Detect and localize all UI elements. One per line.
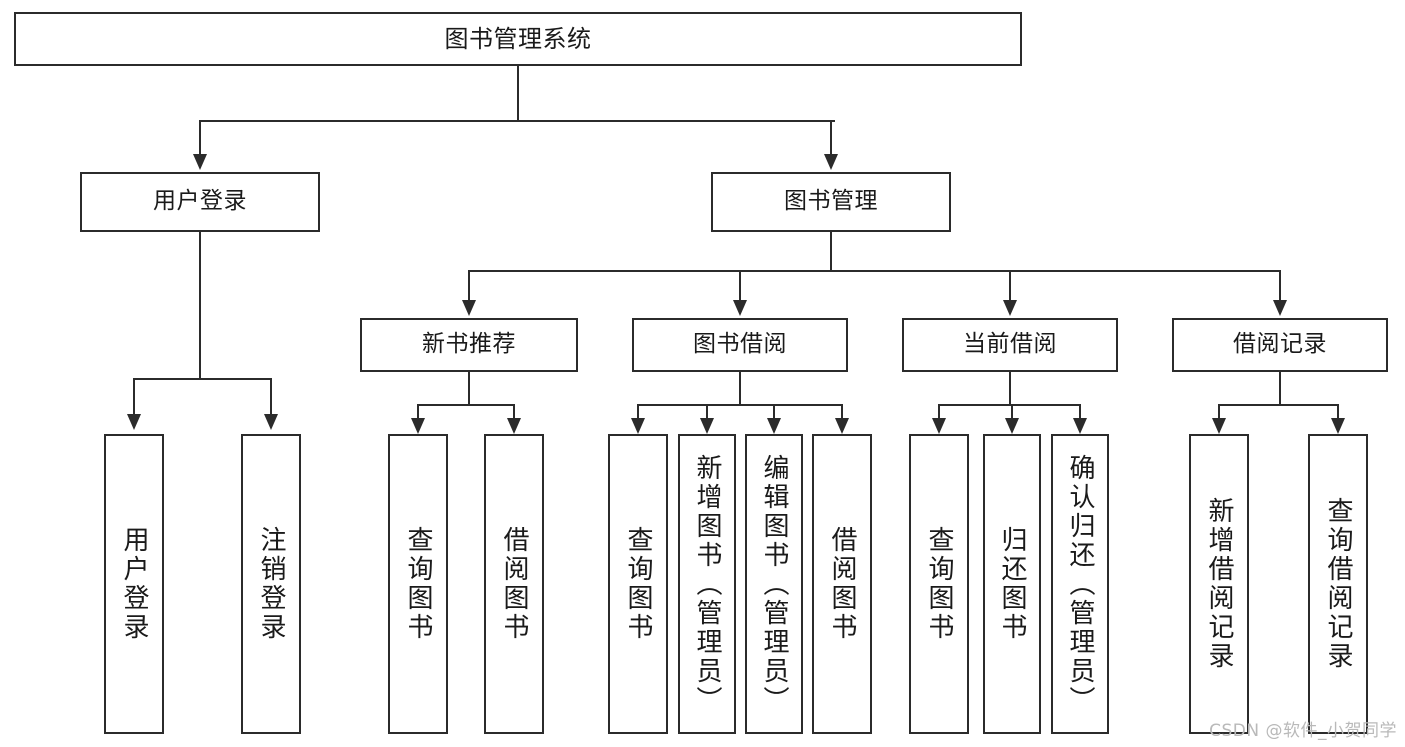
connector-book-borrow-stem bbox=[739, 372, 741, 406]
arrowhead-leaf-add-book bbox=[700, 418, 714, 434]
node-leaf-add-book-label: 新增图书（管理员） bbox=[692, 453, 722, 715]
node-book-manage-label: 图书管理 bbox=[784, 188, 878, 215]
arrowhead-leaf-user-logout bbox=[264, 414, 278, 430]
arrowhead-leaf-borrow-book-1 bbox=[507, 418, 521, 434]
arrowhead-book-manage bbox=[824, 154, 838, 170]
connector-book-borrow-bus bbox=[637, 404, 843, 406]
arrowhead-user-login bbox=[193, 154, 207, 170]
node-leaf-add-record-label: 新增借阅记录 bbox=[1204, 497, 1234, 671]
node-leaf-user-login-label: 用户登录 bbox=[119, 526, 149, 642]
node-leaf-user-login[interactable]: 用户登录 bbox=[104, 434, 164, 734]
node-root[interactable]: 图书管理系统 bbox=[14, 12, 1022, 66]
node-leaf-edit-book[interactable]: 编辑图书（管理员） bbox=[745, 434, 803, 734]
connector-new-book-recommend-stem bbox=[468, 372, 470, 406]
node-borrow-record-label: 借阅记录 bbox=[1233, 331, 1327, 358]
node-leaf-borrow-book-2-label: 借阅图书 bbox=[827, 526, 857, 642]
arrowhead-book-borrow bbox=[733, 300, 747, 316]
node-leaf-borrow-book-1[interactable]: 借阅图书 bbox=[484, 434, 544, 734]
node-new-book-recommend-label: 新书推荐 bbox=[422, 331, 516, 358]
connector-to-borrow-record bbox=[1279, 270, 1281, 302]
connector-to-new-book-recommend bbox=[468, 270, 470, 302]
arrowhead-leaf-query-book-3 bbox=[932, 418, 946, 434]
connector-current-borrow-bus bbox=[938, 404, 1081, 406]
node-leaf-query-book-1-label: 查询图书 bbox=[403, 526, 433, 642]
connector-to-user-login bbox=[199, 120, 201, 156]
node-current-borrow[interactable]: 当前借阅 bbox=[902, 318, 1118, 372]
node-leaf-add-book[interactable]: 新增图书（管理员） bbox=[678, 434, 736, 734]
node-leaf-query-book-3-label: 查询图书 bbox=[924, 526, 954, 642]
arrowhead-leaf-query-book-1 bbox=[411, 418, 425, 434]
connector-current-borrow-stem bbox=[1009, 372, 1011, 406]
node-leaf-confirm-return-label: 确认归还（管理员） bbox=[1065, 453, 1095, 715]
connector-to-leaf-user-logout bbox=[270, 378, 272, 416]
arrowhead-leaf-return-book bbox=[1005, 418, 1019, 434]
arrowhead-leaf-query-record bbox=[1331, 418, 1345, 434]
csdn-watermark: CSDN @软件_小贺同学 bbox=[1209, 721, 1397, 741]
node-leaf-query-record[interactable]: 查询借阅记录 bbox=[1308, 434, 1368, 734]
connector-to-book-manage bbox=[830, 120, 832, 156]
node-leaf-user-logout-label: 注销登录 bbox=[256, 526, 286, 642]
connector-user-login-stem bbox=[199, 232, 201, 378]
connector-to-leaf-edit-book bbox=[773, 404, 775, 422]
arrowhead-current-borrow bbox=[1003, 300, 1017, 316]
node-leaf-query-book-1[interactable]: 查询图书 bbox=[388, 434, 448, 734]
node-book-borrow-label: 图书借阅 bbox=[693, 331, 787, 358]
connector-root-stem bbox=[517, 66, 519, 120]
node-leaf-confirm-return[interactable]: 确认归还（管理员） bbox=[1051, 434, 1109, 734]
node-new-book-recommend[interactable]: 新书推荐 bbox=[360, 318, 578, 372]
node-leaf-edit-book-label: 编辑图书（管理员） bbox=[759, 453, 789, 715]
node-leaf-return-book-label: 归还图书 bbox=[997, 526, 1027, 642]
connector-borrow-record-bus bbox=[1218, 404, 1338, 406]
node-leaf-query-book-2-label: 查询图书 bbox=[623, 526, 653, 642]
node-leaf-borrow-book-2[interactable]: 借阅图书 bbox=[812, 434, 872, 734]
connector-to-book-borrow bbox=[739, 270, 741, 302]
connector-to-leaf-query-book-3 bbox=[938, 404, 940, 422]
connector-to-leaf-confirm-return bbox=[1079, 404, 1081, 422]
node-user-login-label: 用户登录 bbox=[153, 188, 247, 215]
arrowhead-leaf-edit-book bbox=[767, 418, 781, 434]
connector-to-leaf-add-book bbox=[706, 404, 708, 422]
arrowhead-leaf-add-record bbox=[1212, 418, 1226, 434]
arrowhead-leaf-user-login bbox=[127, 414, 141, 430]
connector-to-leaf-query-record bbox=[1337, 404, 1339, 422]
node-leaf-borrow-book-1-label: 借阅图书 bbox=[499, 526, 529, 642]
arrowhead-leaf-borrow-book-2 bbox=[835, 418, 849, 434]
connector-borrow-record-stem bbox=[1279, 372, 1281, 406]
node-leaf-add-record[interactable]: 新增借阅记录 bbox=[1189, 434, 1249, 734]
connector-to-leaf-query-book-1 bbox=[417, 404, 419, 422]
connector-root-bus bbox=[199, 120, 835, 122]
connector-to-leaf-query-book-2 bbox=[637, 404, 639, 422]
connector-to-current-borrow bbox=[1009, 270, 1011, 302]
arrowhead-new-book-recommend bbox=[462, 300, 476, 316]
connector-new-book-recommend-bus bbox=[417, 404, 515, 406]
node-root-label: 图书管理系统 bbox=[444, 24, 592, 53]
node-leaf-query-book-3[interactable]: 查询图书 bbox=[909, 434, 969, 734]
node-leaf-query-book-2[interactable]: 查询图书 bbox=[608, 434, 668, 734]
connector-to-leaf-user-login bbox=[133, 378, 135, 416]
arrowhead-leaf-query-book-2 bbox=[631, 418, 645, 434]
node-book-borrow[interactable]: 图书借阅 bbox=[632, 318, 848, 372]
node-borrow-record[interactable]: 借阅记录 bbox=[1172, 318, 1388, 372]
arrowhead-borrow-record bbox=[1273, 300, 1287, 316]
node-current-borrow-label: 当前借阅 bbox=[963, 331, 1057, 358]
connector-to-leaf-add-record bbox=[1218, 404, 1220, 422]
connector-user-login-bus bbox=[133, 378, 271, 380]
connector-to-leaf-borrow-book-1 bbox=[513, 404, 515, 422]
connector-to-leaf-return-book bbox=[1011, 404, 1013, 422]
connector-book-manage-bus bbox=[468, 270, 1280, 272]
node-leaf-query-record-label: 查询借阅记录 bbox=[1323, 497, 1353, 671]
connector-book-manage-stem bbox=[830, 232, 832, 270]
node-leaf-return-book[interactable]: 归还图书 bbox=[983, 434, 1041, 734]
connector-to-leaf-borrow-book-2 bbox=[841, 404, 843, 422]
node-user-login[interactable]: 用户登录 bbox=[80, 172, 320, 232]
arrowhead-leaf-confirm-return bbox=[1073, 418, 1087, 434]
node-book-manage[interactable]: 图书管理 bbox=[711, 172, 951, 232]
node-leaf-user-logout[interactable]: 注销登录 bbox=[241, 434, 301, 734]
